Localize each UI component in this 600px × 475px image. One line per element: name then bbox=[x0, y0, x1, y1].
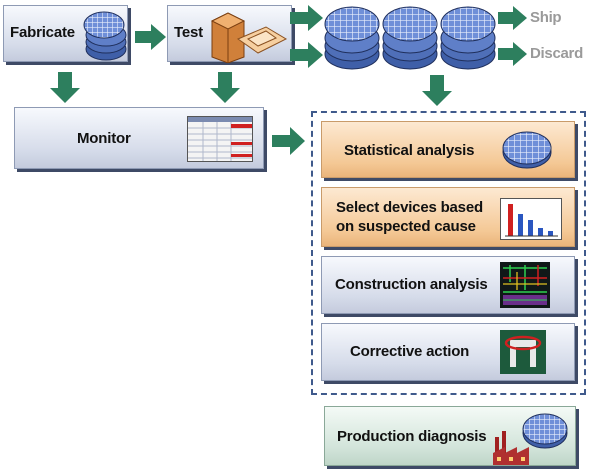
arrow-test-wafers-lower bbox=[290, 42, 323, 68]
analysis-group bbox=[311, 111, 586, 395]
magnet-icon bbox=[500, 330, 546, 374]
monitor-box: Monitor bbox=[14, 107, 264, 169]
monitor-label: Monitor bbox=[77, 130, 131, 147]
select-devices-box: Select devices based on suspected cause bbox=[321, 187, 575, 247]
arrow-fabricate-test bbox=[135, 24, 166, 50]
ship-label: Ship bbox=[530, 9, 562, 26]
select-devices-line2: on suspected cause bbox=[336, 218, 476, 235]
corrective-action-label: Corrective action bbox=[350, 343, 470, 360]
discard-label: Discard bbox=[530, 45, 583, 62]
arrow-test-wafers-upper bbox=[290, 5, 323, 31]
production-diagnosis-label: Production diagnosis bbox=[337, 428, 487, 445]
test-chip-icon bbox=[210, 12, 288, 63]
test-label: Test bbox=[174, 24, 203, 41]
construction-analysis-box: Construction analysis bbox=[321, 256, 575, 314]
arrow-monitor-analysis bbox=[272, 127, 305, 155]
statistical-analysis-box: Statistical analysis bbox=[321, 121, 575, 178]
arrow-fabricate-monitor bbox=[50, 72, 80, 103]
wafer-icon bbox=[502, 131, 552, 169]
production-diagnosis-box: Production diagnosis bbox=[324, 406, 576, 466]
bar-chart-icon bbox=[500, 198, 562, 240]
wafer-stack-icon bbox=[83, 11, 127, 61]
statistical-analysis-label: Statistical analysis bbox=[344, 142, 475, 159]
corrective-action-box: Corrective action bbox=[321, 323, 575, 381]
fabricate-label: Fabricate bbox=[10, 24, 75, 41]
circuit-icon bbox=[500, 262, 550, 308]
select-devices-line1: Select devices based bbox=[336, 199, 483, 216]
arrow-discard bbox=[498, 42, 527, 66]
test-box: Test bbox=[167, 5, 292, 63]
construction-analysis-label: Construction analysis bbox=[335, 276, 488, 293]
arrow-wafers-analysis bbox=[422, 75, 452, 106]
monitor-table-icon bbox=[187, 116, 253, 162]
arrow-ship bbox=[498, 6, 527, 30]
wafer-stacks-icon bbox=[324, 6, 496, 70]
arrow-test-monitor bbox=[210, 72, 240, 103]
factory-icon bbox=[493, 413, 568, 465]
fabricate-box: Fabricate bbox=[3, 5, 128, 62]
